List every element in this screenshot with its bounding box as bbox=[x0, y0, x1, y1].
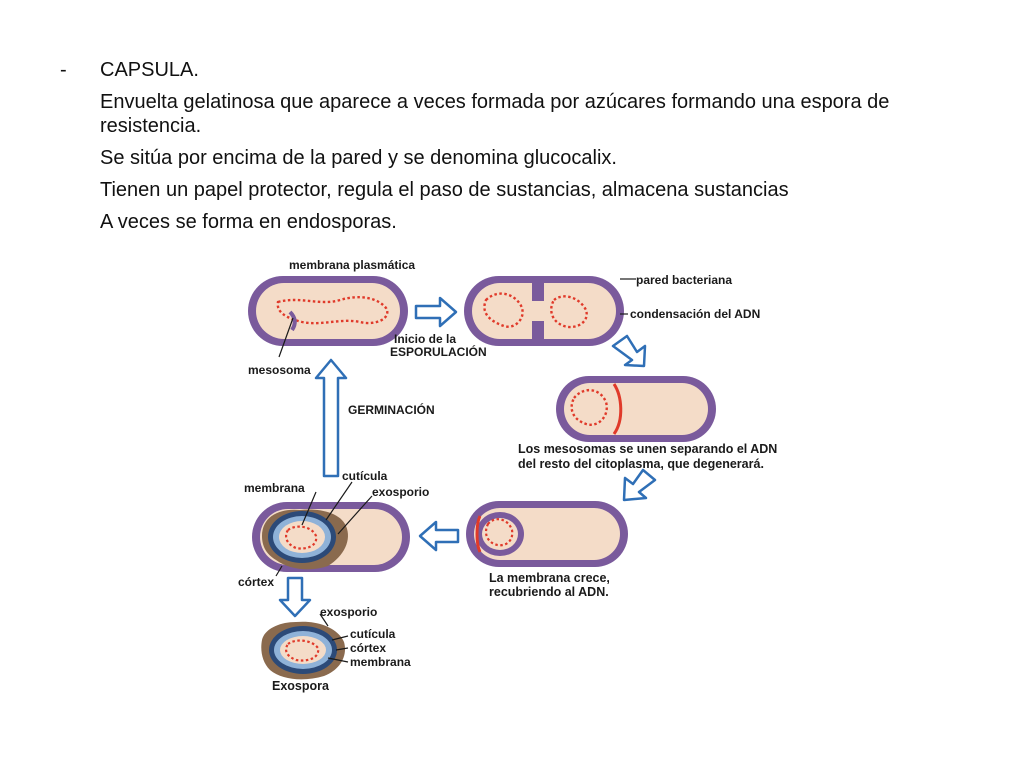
label-mesosomas-1: Los mesosomas se unen separando el ADN bbox=[518, 442, 777, 456]
mesosome-cell bbox=[556, 376, 716, 442]
arrow-up-germination bbox=[314, 358, 348, 478]
label-condensacion-adn: condensación del ADN bbox=[630, 307, 760, 321]
membrane-edge bbox=[475, 515, 482, 553]
membrane-growth-cell bbox=[466, 501, 628, 567]
label-exosporio-2: exosporio bbox=[320, 605, 377, 619]
label-mesosoma: mesosoma bbox=[248, 363, 311, 377]
septum-top bbox=[532, 283, 544, 301]
paragraph-1: Envuelta gelatinosa que aparece a veces … bbox=[100, 91, 890, 137]
label-cortex-1: córtex bbox=[238, 575, 274, 589]
arrow-down-left bbox=[622, 468, 657, 502]
cytoplasm bbox=[256, 283, 400, 339]
condensation-cell bbox=[464, 276, 624, 346]
label-cuticula-2: cutícula bbox=[350, 627, 396, 641]
label-exospora: Exospora bbox=[272, 679, 330, 693]
endospore-cell bbox=[252, 502, 410, 572]
arrow-left bbox=[418, 520, 460, 552]
label-pared-bacteriana: pared bacteriana bbox=[636, 273, 732, 287]
mesosome-wrap bbox=[612, 383, 623, 435]
cytoplasm bbox=[564, 383, 708, 435]
slide-text-block: - CAPSULA. Envuelta gelatinosa que apare… bbox=[60, 58, 980, 242]
paragraph-2: Se sitúa por encima de la pared y se den… bbox=[100, 147, 617, 169]
label-cuticula-1: cutícula bbox=[342, 469, 388, 483]
vegetative-cell bbox=[248, 276, 408, 346]
free-exospore bbox=[261, 621, 346, 680]
label-mesosomas-2: del resto del citoplasma, que degenerará… bbox=[518, 457, 764, 471]
dna-strand bbox=[285, 639, 320, 662]
label-membrana-crece-1: La membrana crece, bbox=[489, 571, 610, 585]
label-inicio: Inicio de la bbox=[394, 332, 456, 346]
arrow-down-exospore bbox=[278, 576, 312, 618]
dna-left bbox=[483, 292, 524, 328]
label-germinacion: GERMINACIÓN bbox=[348, 402, 435, 417]
paragraph-4: A veces se forma en endosporas. bbox=[100, 211, 397, 233]
label-membrana-1: membrana bbox=[244, 481, 305, 495]
mesosoma-fold bbox=[288, 310, 297, 332]
heading-capsula: CAPSULA. bbox=[100, 59, 199, 81]
forespore-core bbox=[482, 518, 518, 550]
paragraph-3: Tienen un papel protector, regula el pas… bbox=[100, 179, 789, 201]
label-membrana-crece-2: recubriendo al ADN. bbox=[489, 585, 609, 599]
label-exosporio-1: exosporio bbox=[372, 485, 429, 499]
dna-strand bbox=[570, 389, 608, 426]
label-membrana-2: membrana bbox=[350, 655, 411, 669]
label-membrana-plasmatica: membrana plasmática bbox=[289, 258, 415, 272]
arrow-down-right bbox=[611, 334, 647, 368]
septum-bottom bbox=[532, 321, 544, 339]
bullet-heading-row: - CAPSULA. bbox=[60, 58, 980, 82]
dna-strand bbox=[276, 296, 389, 325]
label-esporulacion: ESPORULACIÓN bbox=[390, 344, 487, 359]
dna-strand bbox=[285, 525, 318, 550]
leader-lines bbox=[275, 278, 636, 663]
bullet-marker: - bbox=[60, 59, 67, 81]
dna-strand bbox=[484, 518, 514, 547]
arrow-right-1 bbox=[414, 296, 458, 328]
label-cortex-2: córtex bbox=[350, 641, 386, 655]
